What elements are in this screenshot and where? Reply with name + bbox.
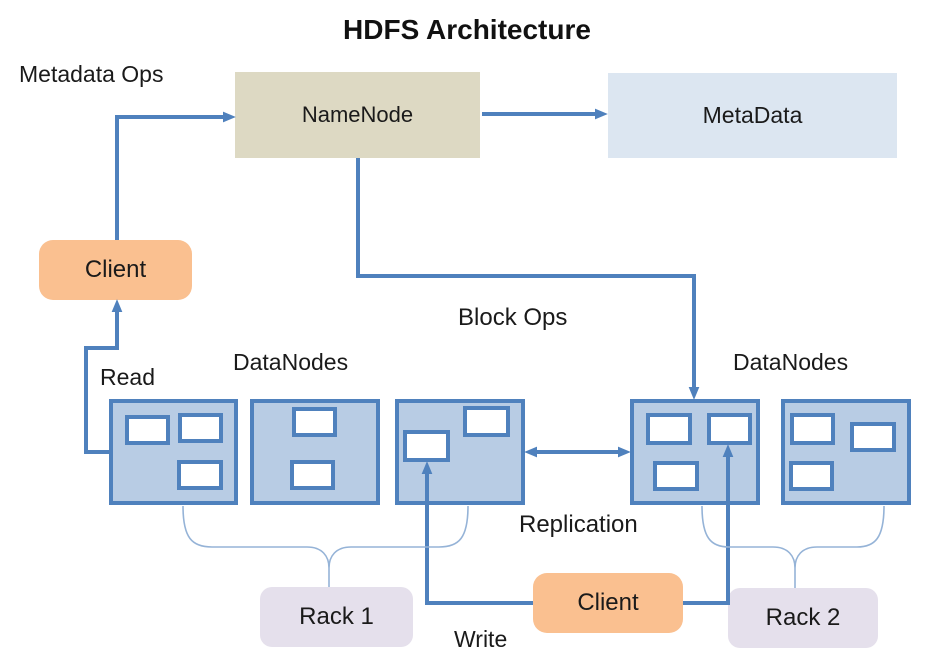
rack2-box: Rack 2 xyxy=(728,588,878,648)
rack2-brace xyxy=(701,505,885,588)
client-read-box: Client xyxy=(39,240,192,300)
data-block xyxy=(292,407,337,437)
rack1-brace xyxy=(182,505,469,587)
data-block xyxy=(125,415,170,445)
data-block xyxy=(646,413,692,445)
datanode-5 xyxy=(781,399,911,505)
diagram-title: HDFS Architecture xyxy=(343,14,591,45)
datanode-3 xyxy=(395,399,525,505)
datanode-1 xyxy=(109,399,238,505)
data-block xyxy=(403,430,450,462)
client-write-box: Client xyxy=(533,573,683,633)
data-block xyxy=(790,413,835,445)
datanodes-right-label: DataNodes xyxy=(733,349,849,375)
block-ops-label: Block Ops xyxy=(458,304,568,331)
datanodes-left-label: DataNodes xyxy=(233,349,349,375)
metadata-box: MetaData xyxy=(608,73,897,158)
namenode-box: NameNode xyxy=(235,72,480,158)
datanode-2 xyxy=(250,399,380,505)
data-block xyxy=(653,461,699,491)
data-block xyxy=(178,413,223,443)
data-block xyxy=(463,406,510,437)
replication-label: Replication xyxy=(519,511,638,538)
datanode-4 xyxy=(630,399,760,505)
data-block xyxy=(707,413,752,445)
rack1-box: Rack 1 xyxy=(260,587,413,647)
block-ops-arrow xyxy=(356,158,700,400)
data-block xyxy=(177,460,223,490)
data-block xyxy=(850,422,896,452)
metadata-ops-arrow xyxy=(115,111,236,240)
data-block xyxy=(290,460,335,490)
write-label: Write xyxy=(454,626,508,652)
metadata-ops-label: Metadata Ops xyxy=(19,61,164,87)
data-block xyxy=(789,461,834,491)
read-label: Read xyxy=(100,364,155,390)
